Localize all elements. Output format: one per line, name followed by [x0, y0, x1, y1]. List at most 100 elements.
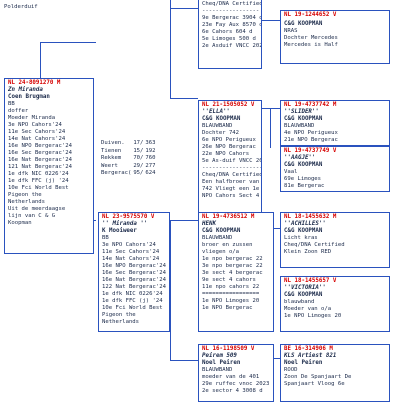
ds-line: BLAUWBAND	[202, 235, 233, 241]
main-line: Netherlands	[8, 199, 46, 205]
result-pos: 17/	[133, 140, 144, 146]
result-race: Bergerac(	[101, 170, 132, 177]
sire-dam-card-1[interactable]: NL 19-4737742 M ''SLIDER'' C&G KOOPMAN B…	[280, 100, 390, 146]
bot1-line: 2e sector 4 3008 d	[202, 388, 263, 394]
bot1-line: moeder van de 401	[202, 374, 260, 380]
bot1-name: Peirem 509	[202, 353, 237, 359]
result-of: 760	[145, 155, 156, 162]
dam-owner: K Mooiweer	[102, 228, 137, 234]
sd2-owner: C&G KOOPMAN	[284, 162, 323, 168]
sire-line: ------------------	[202, 165, 262, 171]
sire-line: 5e As-duif VNCC 2021	[202, 158, 262, 164]
ds-line: 11e npo cahors 22	[202, 284, 260, 290]
dam-dam-card-1[interactable]: NL 18-1455632 M ''ACHILLES'' C&G KOOPMAN…	[280, 212, 390, 268]
sd2-line: Vaal	[284, 169, 298, 175]
bot1-line: BLAUWBAND	[202, 367, 233, 373]
dam-line: Netherlands	[102, 319, 140, 325]
dam-dam-card-2[interactable]: NL 18-1455657 V ''VICTORIA'' C&G KOOPMAN…	[280, 276, 390, 332]
dd1-ring-number: NL 18-1455632 M	[284, 214, 337, 220]
top-partial-line: 9e Bergerac 3904 d	[202, 15, 262, 21]
dam-name: '' Miranda ''	[102, 221, 148, 227]
dam-line: 122 Nat Bergerac'24	[102, 284, 166, 290]
dd2-line: blauwband	[284, 299, 315, 305]
main-line: 1e dfk FFC (j) '24	[8, 178, 69, 184]
dam-line: 14e Nat Cahors'24	[102, 256, 160, 262]
dam-line: BB	[102, 235, 109, 241]
bot1-line: 29e ruffec vnoc 2023	[202, 381, 270, 387]
ds-line: 9e sect 4 cahors	[202, 277, 256, 283]
ds-line: 1e npo bergerac 22	[202, 256, 263, 262]
ss-line: NRAS	[284, 28, 298, 34]
sire-card[interactable]: NL 21-1505052 V ''ELLA'' C&G KOOPMAN BLA…	[198, 100, 262, 220]
connector-dam-lower	[170, 360, 198, 361]
connector-dam-upper	[170, 220, 198, 221]
top-partial-line: Cheq/DNA Certified	[202, 1, 262, 7]
top-partial-line: 6e Cahors 604 d	[202, 29, 253, 35]
bottom-card-1[interactable]: NL 16-1198509 V Peirem 509 Noel Peiren B…	[198, 344, 274, 402]
dam-card[interactable]: NL 23-9575570 V '' Miranda '' K Mooiweer…	[98, 212, 170, 332]
bottom-card-2[interactable]: BE 16-314906 M KLS Artiest 821 Noel Peir…	[280, 344, 390, 402]
bot1-owner: Noel Peiren	[202, 360, 241, 366]
main-line: 16e Nat Bergerac'24	[8, 157, 72, 163]
sd2-name: ''AAGJE''	[284, 155, 316, 161]
sd2-ring-number: NL 19-4737749 V	[284, 148, 337, 154]
sire-sire-card[interactable]: NL 19-1244652 V C&G KOOPMAN NRAS Dochter…	[280, 10, 390, 64]
top-partial-card[interactable]: Cheq/DNA Certified ----------------- 9e …	[198, 0, 262, 69]
result-pos: 15/	[133, 147, 144, 154]
dam-line: 10e Fci World Best	[102, 305, 163, 311]
sire-line: Dochter 742	[202, 130, 240, 136]
ds-line: 1e NPO Limoges 20	[202, 298, 260, 304]
result-race: Tienen	[101, 147, 122, 154]
main-line: BB	[8, 101, 15, 107]
main-line: 3e NPO Cahors'24	[8, 122, 62, 128]
bot1-ring-number: NL 16-1198509 V	[202, 346, 255, 352]
dam-line: 3e NPO Cahors'24	[102, 242, 156, 248]
ds-ring-number: NL 19-4736512 M	[202, 214, 255, 220]
result-race: Weert	[101, 162, 118, 169]
result-row: Weert 29/ 277	[101, 163, 158, 171]
main-pigeon-name: Zn Miranda	[8, 87, 43, 93]
sd1-line: 21e NPO Bergerac	[284, 137, 338, 143]
dd2-owner: C&G KOOPMAN	[284, 292, 323, 298]
result-pos: 95/	[133, 170, 144, 177]
main-line: Koopman	[8, 220, 32, 226]
main-pigeon-card[interactable]: NL 24-8091270 M Zn Miranda Coen Brugman …	[4, 78, 94, 254]
main-line: 121 Nat Bergerac'24	[8, 164, 72, 170]
sd1-name: ''SLIDER''	[284, 109, 319, 115]
result-of: 277	[145, 162, 156, 169]
top-partial-line: 23e Fay Aux 8570 d	[202, 22, 262, 28]
sire-name: ''ELLA''	[202, 109, 230, 115]
main-line: doffer	[8, 108, 29, 114]
connector-sire-vertical	[170, 0, 171, 98]
dd1-line: Cheq/DNA Certified	[284, 242, 345, 248]
top-partial-line: 2e Asduif VNCC 2021	[202, 43, 262, 49]
sire-ring-number: NL 21-1505052 V	[202, 102, 255, 108]
connector-main-top	[40, 42, 96, 43]
bot2-name: KLS Artiest 821	[284, 353, 337, 359]
result-of: 192	[145, 147, 156, 154]
result-row: Rekkem 70/ 760	[101, 155, 158, 163]
sire-line: 26e NPO Bergerac	[202, 144, 256, 150]
sire-line: Cheq/DNA Certified	[202, 172, 262, 178]
connector-dam-vertical	[170, 220, 171, 360]
ds-line: broer en zussen	[202, 242, 253, 248]
main-line: 14e Nat Cahors'24	[8, 136, 66, 142]
result-pos: 29/	[133, 162, 144, 169]
sd1-owner: C&G KOOPMAN	[284, 116, 323, 122]
dd1-line: Licht kras	[284, 235, 318, 241]
result-of: 624	[145, 170, 156, 177]
dam-line: 16e NPO Bergerac'24	[102, 263, 166, 269]
result-pos: 70/	[133, 155, 144, 162]
ds-line: vliegen o/a	[202, 249, 240, 255]
dam-line: 16e Nat Bergerac'24	[102, 277, 166, 283]
dam-sire-card[interactable]: NL 19-4736512 M HENK C&G KOOPMAN BLAUWBA…	[198, 212, 274, 332]
main-line: 11e Sec Cahors'24	[8, 129, 66, 135]
result-row: Tienen 15/ 192	[101, 148, 158, 156]
main-line: Uit de meerdaagse	[8, 206, 66, 212]
connector-main-vertical	[40, 42, 41, 78]
ds-line: 3e sect 4 bergerac	[202, 270, 263, 276]
sire-dam-card-2[interactable]: NL 19-4737749 V ''AAGJE'' C&G KOOPMAN Va…	[280, 146, 390, 192]
ss-line: Mercedes is Half	[284, 42, 338, 48]
bot2-line: Spanjaart Vloog 6e	[284, 381, 345, 387]
result-row: Duiven. 17/ 363	[101, 140, 158, 148]
